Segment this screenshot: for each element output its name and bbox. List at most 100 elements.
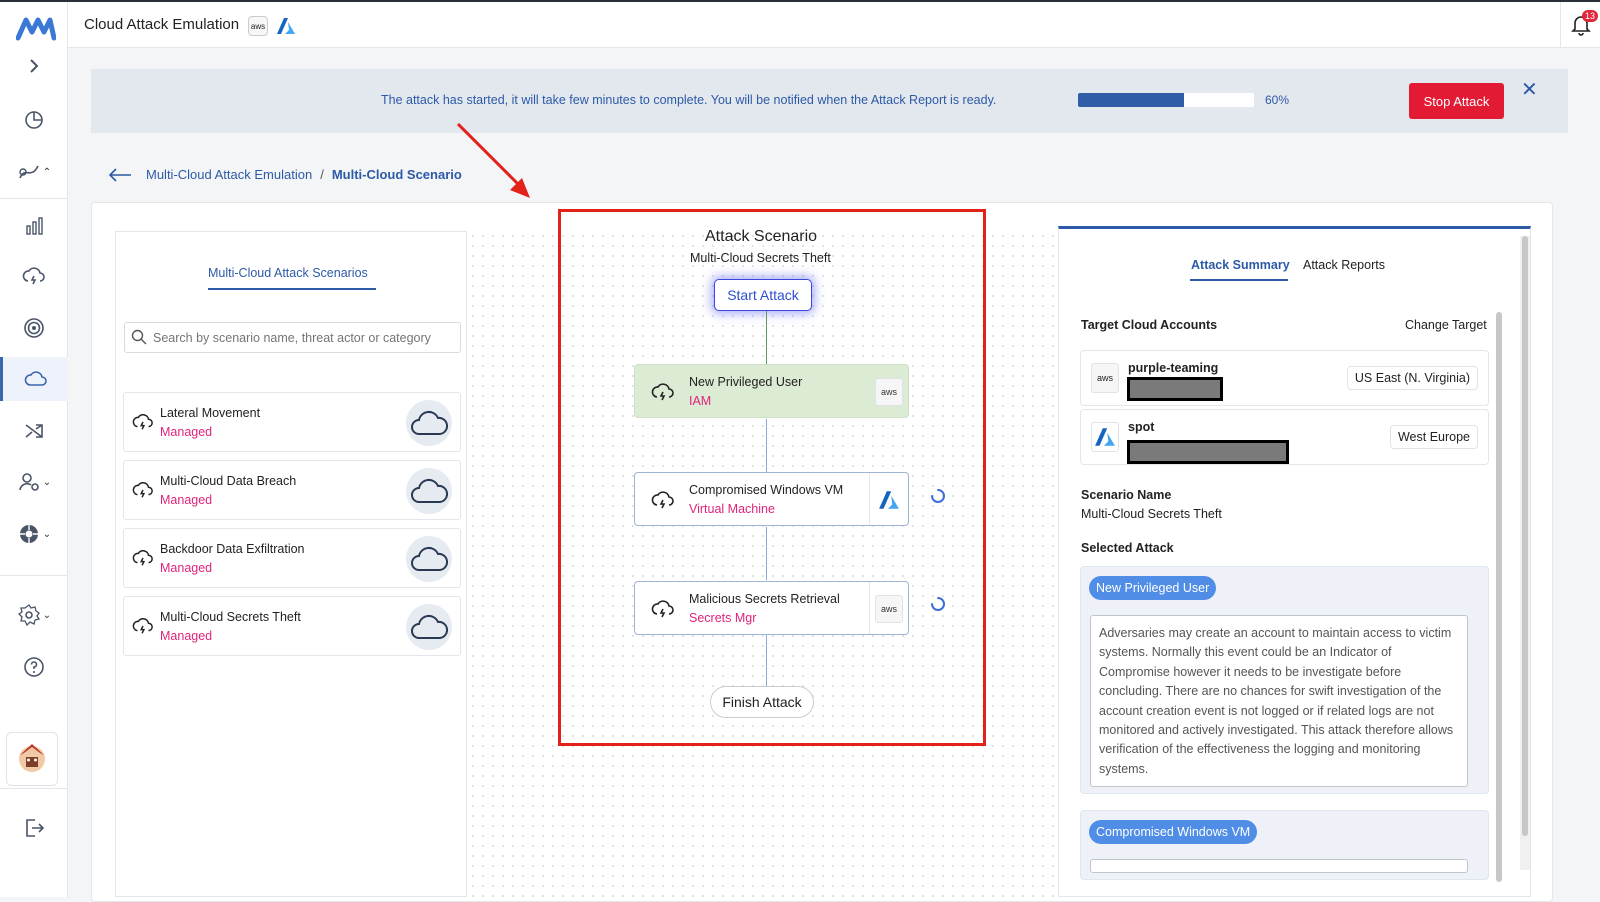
back-arrow-icon[interactable] — [108, 167, 132, 182]
node-name: Malicious Secrets Retrieval — [689, 592, 840, 606]
cloud-attack-icon — [651, 600, 674, 618]
stop-attack-button[interactable]: Stop Attack — [1409, 83, 1504, 119]
scenario-tag: Managed — [160, 561, 213, 575]
selected-attack-label: Selected Attack — [1081, 541, 1174, 555]
scenario-item-lateral-movement[interactable]: Lateral Movement Managed — [123, 392, 461, 452]
flow-node-compromised-windows-vm[interactable]: Compromised Windows VM Virtual Machine — [634, 472, 909, 526]
cloud-icon — [406, 468, 452, 514]
node-name: New Privileged User — [689, 375, 803, 389]
target-accounts-label: Target Cloud Accounts — [1081, 318, 1218, 332]
cloud-attack-icon — [651, 491, 674, 509]
help-icon[interactable] — [0, 645, 68, 689]
helm-icon[interactable]: ⌄ — [0, 512, 68, 556]
tab-underline — [208, 288, 376, 290]
connector-line — [766, 527, 767, 580]
header: Cloud Attack Emulation aws 13 — [68, 2, 1600, 48]
scenario-name: Multi-Cloud Secrets Theft — [160, 610, 301, 624]
flow-node-malicious-secrets-retrieval[interactable]: Malicious Secrets Retrieval Secrets Mgr … — [634, 581, 909, 635]
node-name: Compromised Windows VM — [689, 483, 844, 497]
cloud-attack-icon — [132, 618, 153, 634]
cloud-attack-icon — [132, 482, 153, 498]
attack-card: Compromised Windows VM — [1080, 810, 1489, 880]
scenario-tag: Managed — [160, 629, 213, 643]
flow-canvas — [468, 231, 1056, 897]
flow-subtitle: Multi-Cloud Secrets Theft — [690, 251, 831, 265]
cloud-icon — [406, 536, 452, 582]
logout-icon[interactable] — [0, 806, 68, 850]
finish-attack-button[interactable]: Finish Attack — [710, 686, 814, 718]
app-logo[interactable] — [16, 16, 56, 42]
scenario-item-backdoor-exfiltration[interactable]: Backdoor Data Exfiltration Managed — [123, 528, 461, 588]
node-type: IAM — [689, 394, 712, 408]
scenario-name: Multi-Cloud Data Breach — [160, 474, 297, 488]
scenario-tag: Managed — [160, 493, 213, 507]
redacted-account-id — [1127, 377, 1223, 401]
notifications-button[interactable]: 13 — [1560, 2, 1600, 48]
scenario-name: Backdoor Data Exfiltration — [160, 542, 305, 556]
cloud-icon — [406, 400, 452, 446]
target-icon[interactable] — [0, 306, 68, 350]
scrollbar[interactable] — [1496, 312, 1502, 882]
scenario-item-data-breach[interactable]: Multi-Cloud Data Breach Managed — [123, 460, 461, 520]
region-badge: West Europe — [1389, 425, 1478, 449]
notification-badge: 13 — [1581, 10, 1598, 22]
shuffle-icon[interactable] — [0, 409, 68, 453]
scenarios-tab[interactable]: Multi-Cloud Attack Scenarios — [208, 266, 368, 280]
cloud-icon[interactable] — [0, 357, 68, 401]
scenario-item-secrets-theft[interactable]: Multi-Cloud Secrets Theft Managed — [123, 596, 461, 656]
azure-icon — [1091, 422, 1119, 452]
annotation-arrow — [456, 122, 530, 198]
account-name: purple-teaming — [1128, 361, 1219, 375]
aws-icon: aws — [248, 16, 268, 36]
breadcrumb-parent[interactable]: Multi-Cloud Attack Emulation — [146, 167, 313, 182]
scrollbar[interactable] — [1520, 236, 1530, 870]
change-target-link[interactable]: Change Target — [1405, 318, 1487, 332]
flow-title: Attack Scenario — [705, 228, 818, 245]
cloud-icon — [406, 604, 452, 650]
progress-fill — [1078, 93, 1184, 107]
search-icon — [131, 329, 147, 345]
aws-icon: aws — [1091, 363, 1119, 393]
breadcrumb-separator: / — [320, 167, 324, 182]
search-input[interactable] — [153, 328, 453, 348]
attack-name-badge: New Privileged User — [1089, 576, 1217, 600]
node-type: Virtual Machine — [689, 502, 775, 516]
attack-progress-bar — [1078, 93, 1254, 107]
attack-description — [1090, 859, 1468, 873]
aws-icon: aws — [875, 595, 903, 623]
pie-chart-icon[interactable] — [0, 98, 68, 142]
highlight-box — [558, 209, 986, 746]
attack-path-icon[interactable]: ⌃ — [0, 150, 68, 194]
region-badge: US East (N. Virginia) — [1346, 366, 1478, 390]
attack-status-banner: The attack has started, it will take few… — [91, 69, 1568, 133]
expand-chevron-icon[interactable] — [0, 44, 68, 88]
cloud-attack-icon — [651, 383, 674, 401]
flow-node-new-privileged-user[interactable]: New Privileged User IAM aws — [634, 364, 909, 418]
azure-icon — [277, 18, 295, 34]
tab-attack-reports[interactable]: Attack Reports — [1303, 258, 1385, 272]
aws-icon: aws — [875, 378, 903, 406]
scenario-tag: Managed — [160, 425, 213, 439]
cloud-attack-icon — [132, 550, 153, 566]
account-name: spot — [1128, 420, 1155, 434]
start-attack-button[interactable]: Start Attack — [714, 279, 812, 311]
settings-icon[interactable]: ⌄ — [0, 593, 68, 637]
attack-card: New Privileged User Adversaries may crea… — [1080, 566, 1489, 794]
redacted-account-id — [1127, 440, 1289, 464]
close-icon[interactable]: ✕ — [1521, 79, 1538, 101]
user-gear-icon[interactable]: ⌄ — [0, 460, 68, 504]
connector-line — [766, 419, 767, 472]
cloud-attack-icon[interactable] — [0, 254, 68, 298]
divider — [869, 473, 870, 525]
scenario-name: Lateral Movement — [160, 406, 261, 420]
scenario-name-label: Scenario Name — [1081, 488, 1172, 502]
avatar[interactable] — [6, 732, 58, 786]
sidebar: ⌃ ⌄ ⌄ ⌄ — [0, 2, 68, 897]
progress-label: 60% — [1265, 93, 1290, 107]
search-field — [124, 322, 461, 353]
app-title: Cloud Attack Emulation — [84, 16, 240, 33]
bar-chart-icon[interactable] — [0, 204, 68, 248]
tab-attack-summary[interactable]: Attack Summary — [1191, 258, 1290, 272]
banner-message: The attack has started, it will take few… — [381, 93, 997, 107]
breadcrumb-current: Multi-Cloud Scenario — [331, 167, 462, 182]
